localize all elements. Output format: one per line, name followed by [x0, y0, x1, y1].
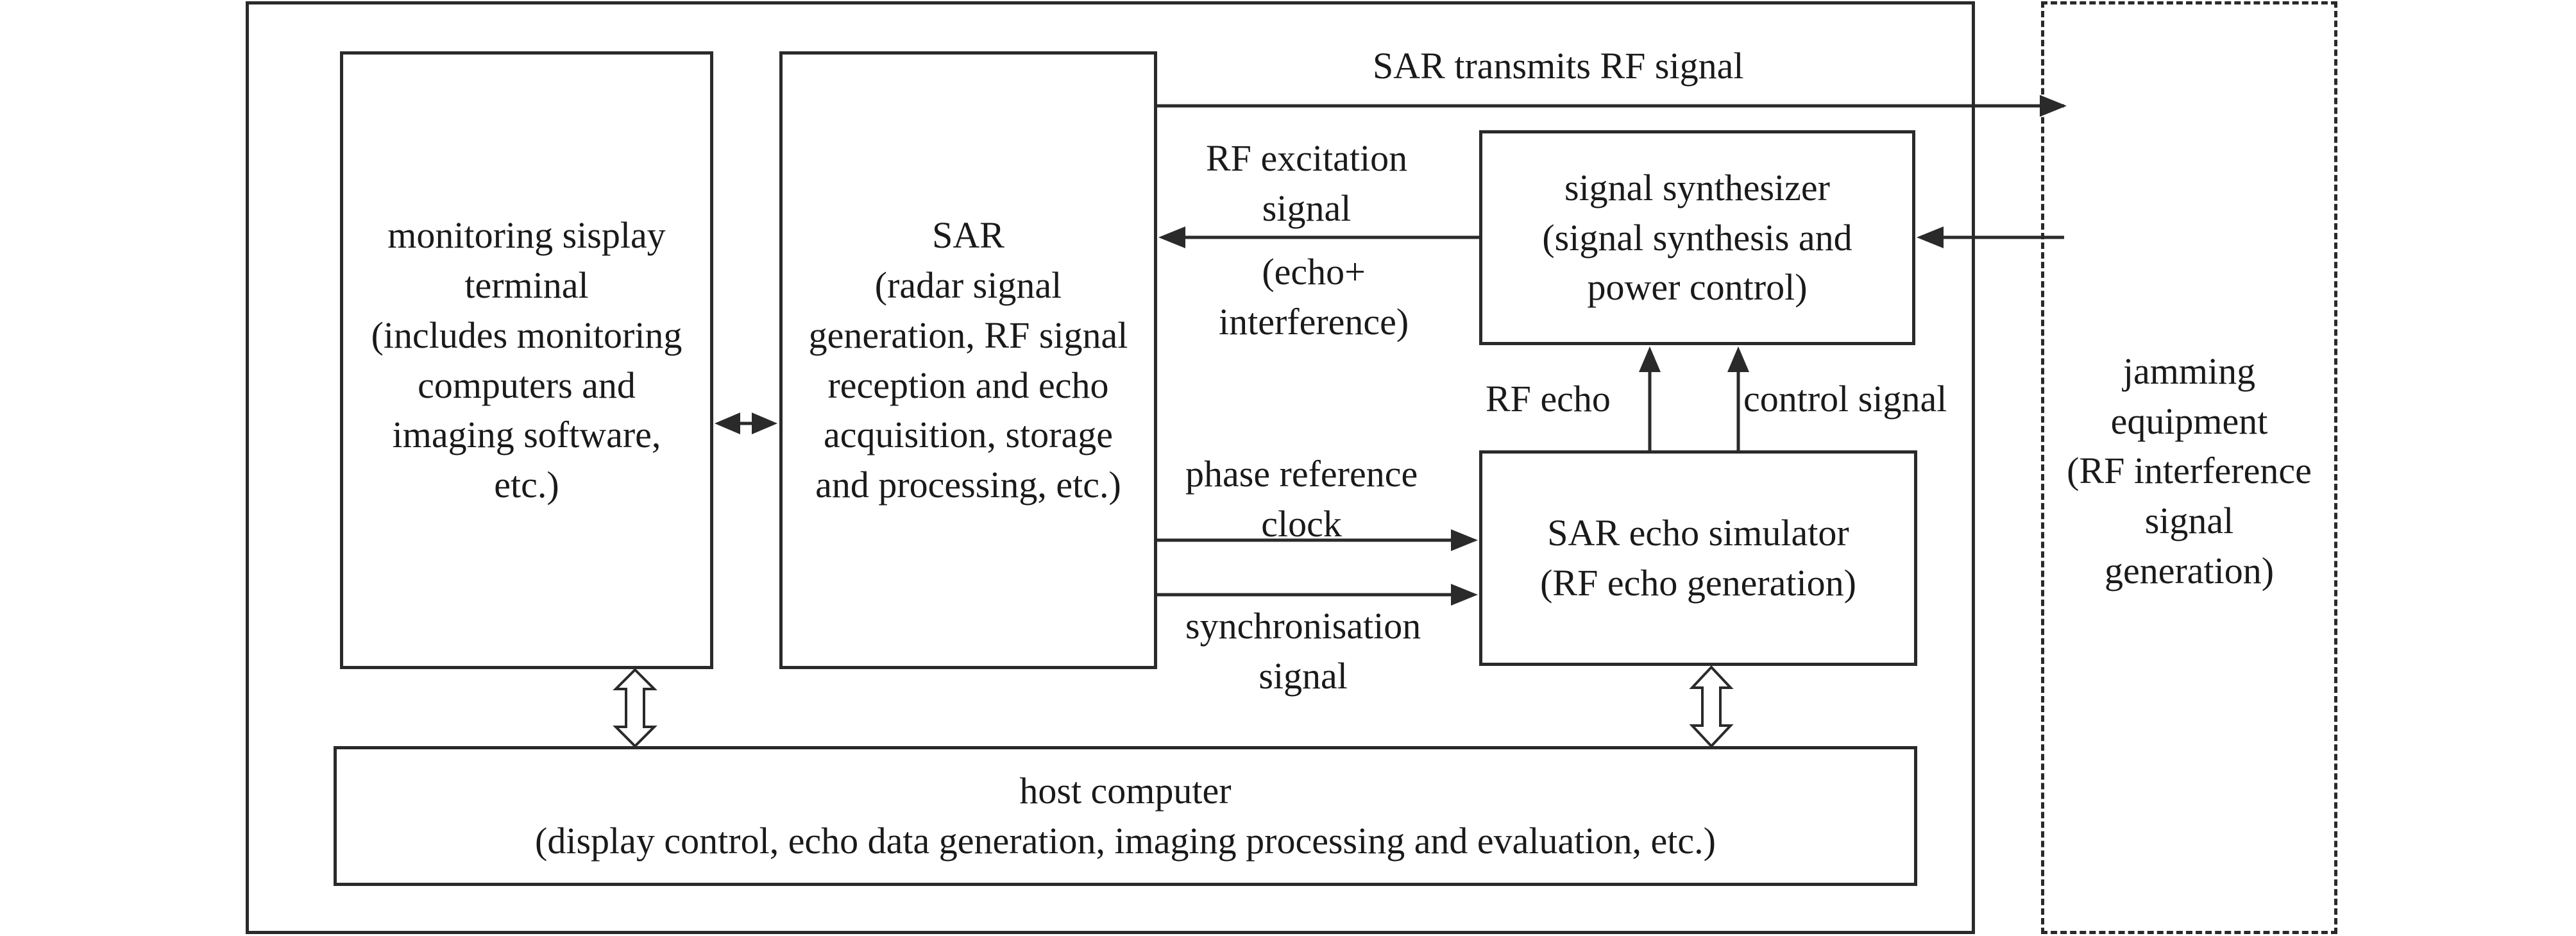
sar-echo-simulator-label: SAR echo simulator (RF echo generation) — [1540, 512, 1856, 604]
sar-label: SAR (radar signal generation, RF signal … — [808, 214, 1128, 506]
edge-label-rf-echo: RF echo — [1486, 378, 1611, 420]
monitoring-display-terminal-label: monitoring sisplay terminal (includes mo… — [371, 214, 682, 506]
arrowhead-jamming-to-synthesizer — [1917, 226, 1944, 248]
arrowhead-synchronisation-signal — [1451, 584, 1478, 606]
arrowhead-sar-side — [752, 413, 777, 434]
edge-label-rf-excitation: RF excitation signal — [1206, 137, 1408, 229]
edge-label-sar-transmits: SAR transmits RF signal — [1373, 45, 1744, 87]
sar-node: SAR (radar signal generation, RF signal … — [779, 51, 1157, 669]
edge-label-control-signal: control signal — [1743, 378, 1947, 420]
arrowhead-synthesizer-to-sar — [1158, 226, 1185, 248]
edge-label-synchronisation-signal: synchronisation signal — [1185, 605, 1421, 697]
arrowhead-sar-to-jamming — [2040, 95, 2067, 117]
jamming-equipment-boundary — [2041, 1, 2337, 934]
monitoring-display-terminal-node: monitoring sisplay terminal (includes mo… — [340, 51, 713, 669]
double-arrow-echo-sim-host — [1689, 665, 1734, 748]
signal-synthesizer-node: signal synthesizer (signal synthesis and… — [1479, 130, 1915, 345]
sar-echo-simulator-node: SAR echo simulator (RF echo generation) — [1479, 450, 1917, 666]
signal-synthesizer-label: signal synthesizer (signal synthesis and… — [1542, 166, 1852, 309]
host-computer-label: host computer (display control, echo dat… — [535, 770, 1716, 862]
edge-label-echo-interference: (echo+ interference) — [1219, 251, 1409, 343]
arrowhead-monitor-side — [715, 413, 740, 434]
arrowhead-rf-echo — [1639, 346, 1661, 372]
edge-label-phase-reference-clock: phase reference clock — [1185, 453, 1418, 545]
host-computer-node: host computer (display control, echo dat… — [334, 746, 1917, 886]
arrowhead-phase-reference-clock — [1451, 529, 1478, 551]
jamming-equipment-label: jamming equipment (RF interference signa… — [2067, 350, 2312, 591]
double-arrow-monitor-host — [613, 668, 657, 748]
system-boundary — [246, 1, 1975, 934]
arrowhead-control-signal — [1727, 346, 1749, 372]
